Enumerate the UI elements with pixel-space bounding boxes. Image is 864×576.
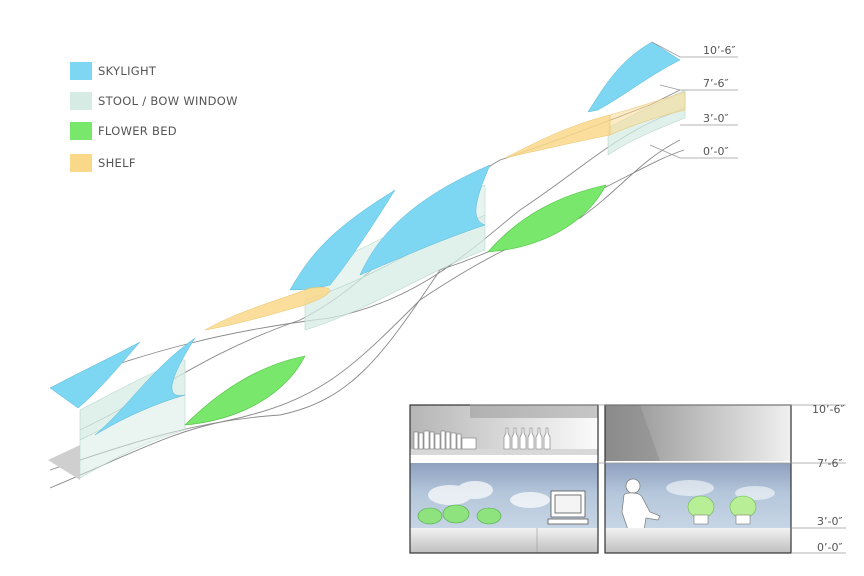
skylight-4 (359, 164, 491, 276)
plan-level-line (649, 144, 738, 159)
legend-label: SHELF (98, 156, 136, 170)
shelf-3 (609, 91, 686, 136)
ceiling-soffit (605, 405, 660, 461)
skylight-1 (49, 341, 141, 409)
desk-sill (410, 528, 598, 553)
flower-bed-swatch (70, 122, 92, 140)
skylight-shapes (49, 41, 681, 436)
section-level-label: 0’-0″ (817, 541, 843, 554)
plan-level-label: 0’-0″ (703, 145, 729, 158)
wall-lower-edge (49, 139, 681, 489)
shelf-2 (504, 114, 611, 159)
left-sill (48, 445, 80, 480)
plan-level-label: 7’-6″ (703, 77, 729, 90)
plan-level-label: 10’-6″ (703, 44, 736, 57)
section-level-labels: 10’-6″ 7’-6″ 3’-0″ 0’-0″ (812, 403, 845, 554)
legend-label: SKYLIGHT (98, 64, 157, 78)
wall-top-edge (49, 107, 686, 389)
section-level-label: 3’-0″ (817, 515, 843, 528)
section-level-label: 10’-6″ (812, 403, 845, 416)
plan-level-lines (649, 41, 738, 159)
books (413, 430, 477, 450)
plan-level-labels: 10’-6″ 7’-6″ 3’-0″ 0’-0″ (703, 44, 736, 158)
legend-label: STOOL / BOW WINDOW (98, 94, 238, 108)
section-panel-left (409, 404, 599, 554)
ceiling-soffit (470, 405, 598, 418)
legend-label: FLOWER BED (98, 124, 177, 138)
shelf-surface (410, 449, 598, 455)
plan-level-line (659, 84, 738, 91)
section-level-label: 7’-6″ (817, 457, 843, 470)
potted-plants (687, 495, 757, 525)
plants (417, 504, 502, 525)
skylight-5 (587, 41, 681, 113)
plan-level-label: 3’-0″ (703, 112, 729, 125)
legend-item-shelf: SHELF (70, 154, 330, 174)
shelf-shapes (204, 91, 686, 331)
section-level-lines (470, 404, 846, 554)
skylight-2 (94, 337, 196, 436)
flower-bed-shapes (184, 184, 607, 426)
section-panel-right (604, 404, 792, 554)
flower-bed-1 (184, 355, 306, 426)
plan-level-line (651, 41, 738, 58)
stool-swatch (70, 92, 92, 110)
legend-item-flower-bed: FLOWER BED (70, 122, 330, 142)
skylight-swatch (70, 62, 92, 80)
clouds (428, 481, 550, 508)
shelf-swatch (70, 154, 92, 172)
legend-item-skylight: SKYLIGHT (70, 62, 330, 82)
window-sill (605, 528, 791, 553)
monitor (547, 490, 589, 525)
shelf-1 (204, 287, 330, 331)
legend-item-stool-bow-window: STOOL / BOW WINDOW (70, 92, 330, 112)
flower-bed-2 (487, 184, 607, 253)
bottles (503, 427, 551, 450)
